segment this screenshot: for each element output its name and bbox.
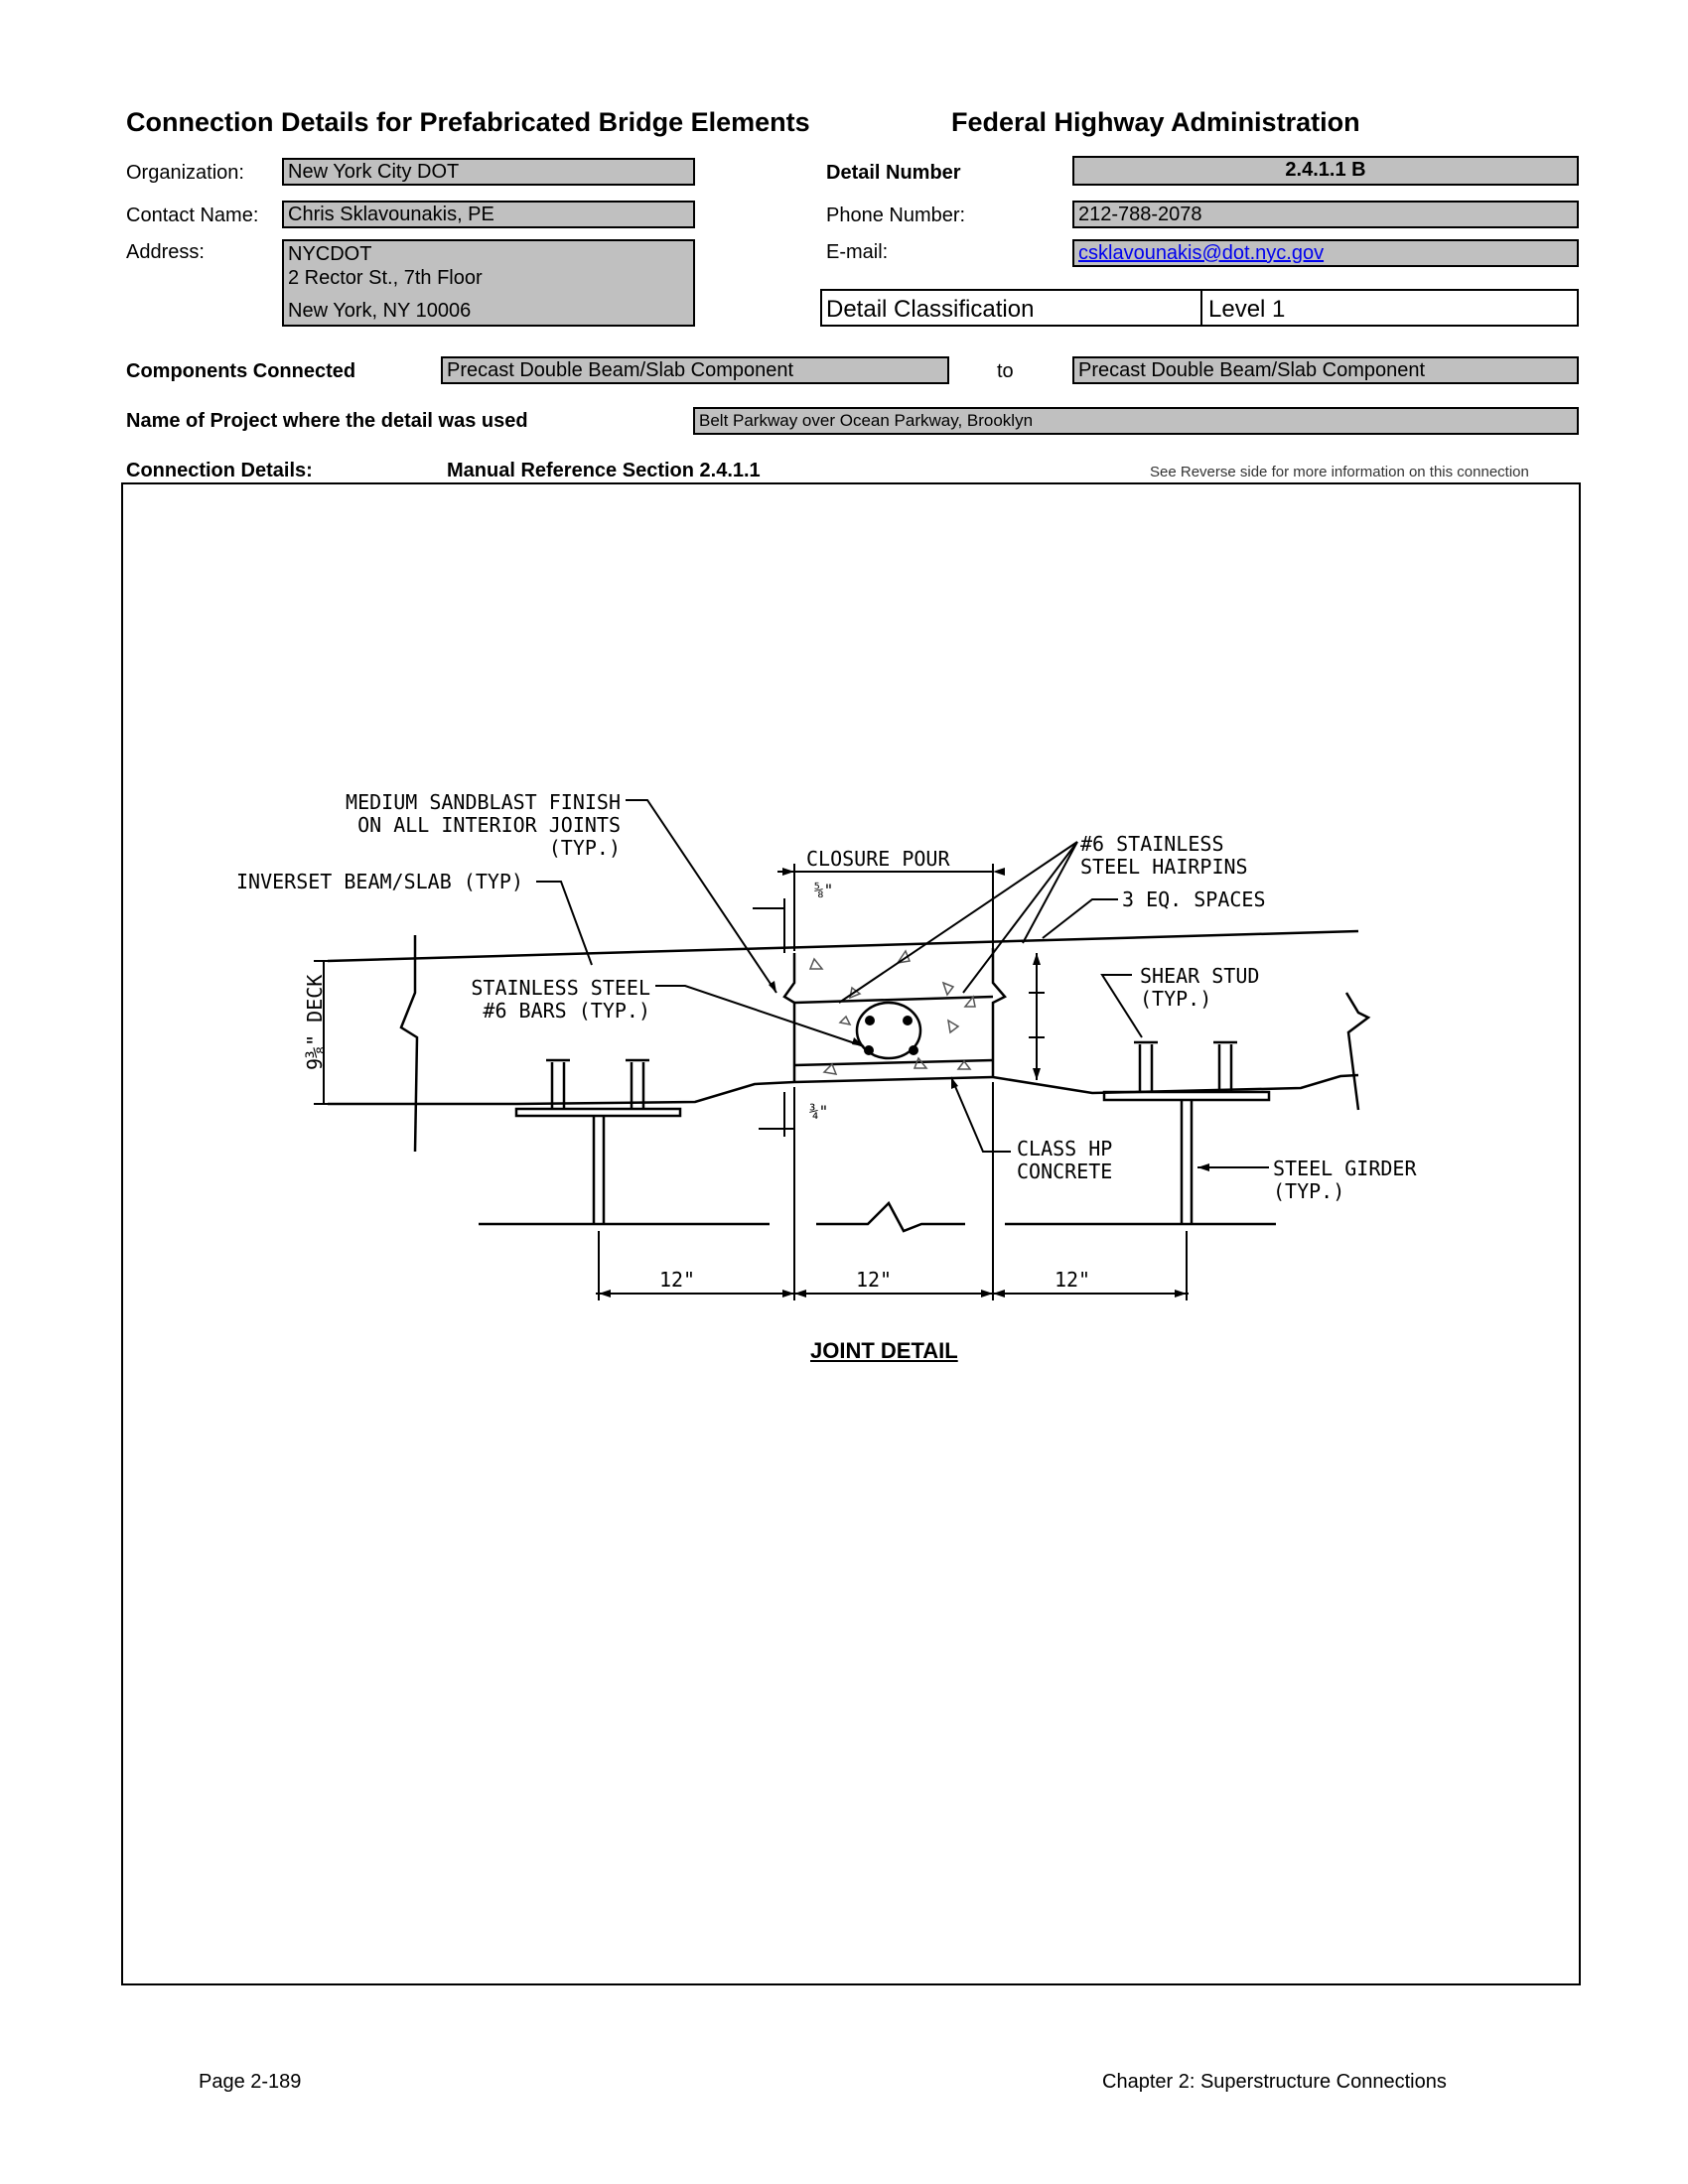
callout-shear-1: SHEAR STUD (1140, 964, 1259, 988)
callout-shear-2: (TYP.) (1140, 987, 1211, 1011)
deck-soffit-closure (793, 1075, 994, 1084)
right-girder-flange (1102, 1090, 1271, 1102)
callout-closure-pour: CLOSURE POUR (806, 847, 950, 871)
reverse-note: See Reverse side for more information on… (1150, 464, 1529, 480)
left-shear-stud-2 (626, 1058, 649, 1108)
component-to-field: Precast Double Beam/Slab Component (1072, 356, 1579, 384)
connection-details-label: Connection Details: (126, 460, 313, 481)
right-shear-stud-2 (1213, 1040, 1237, 1091)
deck-top-line (327, 929, 1359, 963)
eq-spaces-ticks (1029, 992, 1045, 1038)
drawing-frame (121, 482, 1581, 1985)
callout-eq-spaces: 3 EQ. SPACES (1122, 887, 1266, 911)
callout-class-hp-2: CONCRETE (1017, 1160, 1112, 1183)
callout-girder-2: (TYP.) (1273, 1179, 1344, 1203)
break-line-right (1344, 992, 1371, 1111)
callout-hairpins-1: #6 STAINLESS (1080, 832, 1224, 856)
ground-line-mid (816, 1200, 965, 1233)
hairpin-leader-1 (838, 841, 1078, 1004)
contact-label: Contact Name: (126, 205, 259, 226)
dim-left: 12" (659, 1268, 695, 1292)
address-line-1: NYCDOT (288, 243, 372, 265)
hairpin-leader-3 (1022, 841, 1078, 944)
phone-label: Phone Number: (826, 205, 966, 226)
callout-deck: 9⅜" DECK (303, 975, 327, 1070)
stainless-leader (655, 985, 865, 1047)
eq-spaces-leader (1042, 898, 1118, 939)
address-field: NYCDOT 2 Rector St., 7th Floor New York,… (282, 239, 695, 327)
deck-dim-ticks (314, 960, 336, 1105)
dim-three-quarters: ¾" (809, 1102, 828, 1121)
bottom-dim-ext (598, 1082, 1188, 1300)
dim-five-eighths: ⅝" (814, 881, 833, 899)
closure-left-face (782, 953, 796, 1082)
break-line-left (399, 935, 419, 1153)
page-title: Connection Details for Prefabricated Bri… (126, 107, 810, 137)
detail-number-label: Detail Number (826, 162, 961, 184)
right-shear-stud-1 (1134, 1040, 1158, 1091)
dim-right: 12" (1055, 1268, 1090, 1292)
class-hp-leader (950, 1076, 1011, 1153)
rebar-dots (864, 1016, 918, 1055)
address-line-2: 2 Rector St., 7th Floor (288, 267, 483, 289)
hairpin-leader-2 (962, 841, 1078, 994)
callout-girder-1: STEEL GIRDER (1273, 1157, 1417, 1180)
classification-divider (1200, 289, 1202, 327)
callout-sandblast-1: MEDIUM SANDBLAST FINISH (346, 790, 621, 814)
concrete-aggregate (808, 949, 976, 1075)
address-line-3: New York, NY 10006 (288, 300, 472, 322)
classification-box: Detail Classification Level 1 (820, 289, 1579, 327)
dimension-arrows (599, 868, 1209, 1297)
callout-stainless-2: #6 BARS (TYP.) (483, 999, 650, 1023)
detail-number-field: 2.4.1.1 B (1072, 156, 1579, 186)
left-girder-flange (514, 1107, 682, 1118)
callout-inverset: INVERSET BEAM/SLAB (TYP) (236, 870, 523, 893)
callout-hairpins-2: STEEL HAIRPINS (1080, 855, 1248, 879)
project-label: Name of Project where the detail was use… (126, 410, 528, 432)
callout-sandblast-2: ON ALL INTERIOR JOINTS (357, 813, 621, 837)
classification-label: Detail Classification (826, 296, 1035, 323)
callout-class-hp-1: CLASS HP (1017, 1137, 1112, 1160)
project-field: Belt Parkway over Ocean Parkway, Brookly… (693, 407, 1579, 435)
hairpin-loop (855, 1001, 922, 1060)
three-quarters-dim (759, 1092, 794, 1137)
organization-field: New York City DOT (282, 158, 695, 186)
sandblast-leader (626, 799, 777, 994)
components-label: Components Connected (126, 360, 356, 382)
email-field: csklavounakis@dot.nyc.gov (1072, 239, 1579, 267)
deck-soffit-left (328, 1080, 795, 1106)
dim-mid: 12" (856, 1268, 892, 1292)
contact-field: Chris Sklavounakis, PE (282, 201, 695, 228)
deck-soffit-right (992, 1073, 1359, 1095)
five-eighths-dim (753, 898, 785, 953)
inverset-leader (536, 881, 593, 966)
email-link[interactable]: csklavounakis@dot.nyc.gov (1078, 242, 1325, 264)
closure-right-face (991, 948, 1007, 1077)
left-shear-stud-1 (546, 1058, 570, 1108)
left-girder-web (592, 1116, 606, 1223)
organization-label: Organization: (126, 162, 244, 184)
drawing-caption: JOINT DETAIL (810, 1338, 958, 1363)
email-label: E-mail: (826, 241, 889, 263)
closure-dim-ext (793, 864, 994, 951)
closure-keyway-bottom (793, 1058, 994, 1067)
address-label: Address: (126, 241, 205, 263)
shear-leader (1100, 974, 1143, 1038)
callout-stainless-1: STAINLESS STEEL (471, 976, 650, 1000)
chapter-title: Chapter 2: Superstructure Connections (1102, 2071, 1447, 2093)
components-to-label: to (997, 360, 1014, 382)
closure-keyway-top (793, 995, 994, 1005)
manual-reference: Manual Reference Section 2.4.1.1 (447, 460, 761, 481)
right-girder-web (1180, 1100, 1194, 1223)
page-number: Page 2-189 (199, 2071, 302, 2093)
phone-field: 212-788-2078 (1072, 201, 1579, 228)
callout-sandblast-3: (TYP.) (549, 836, 621, 860)
agency-title: Federal Highway Administration (951, 107, 1360, 137)
classification-value: Level 1 (1208, 296, 1286, 323)
component-from-field: Precast Double Beam/Slab Component (441, 356, 949, 384)
